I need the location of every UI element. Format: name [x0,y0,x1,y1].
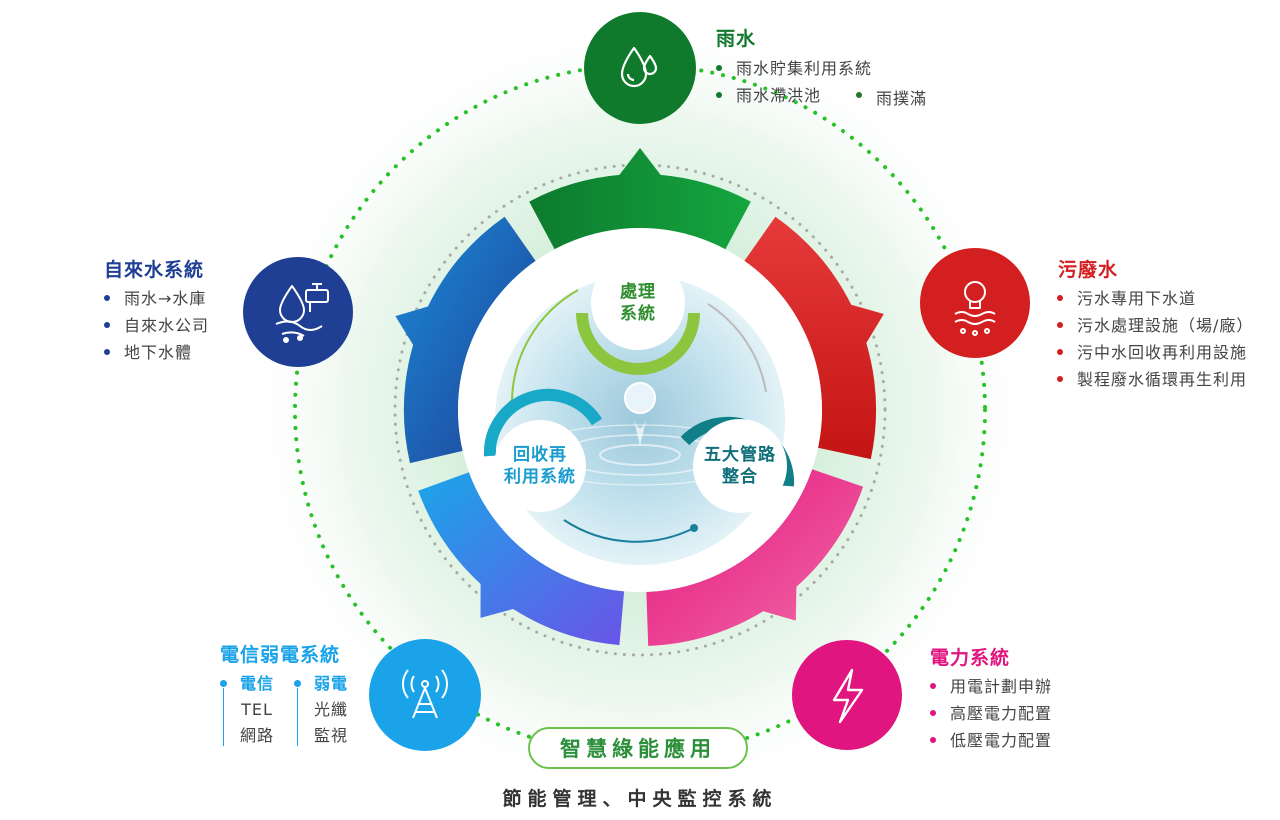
list-item: 污水專用下水道 [1055,285,1253,312]
bubble-right [693,419,787,513]
telecom-col2: 弱電 光纖 監視 [310,671,352,749]
rain-title: 雨水 [716,28,757,50]
power-node [792,640,902,750]
segment-purple [418,472,625,646]
list-item: 雨水→水庫 [102,285,209,312]
water-droplet [624,382,656,414]
list-item: 監視 [313,726,348,745]
telecom-col1-line [223,688,224,746]
list-item: 製程廢水循環再生利用 [1055,366,1253,393]
tap-list: 雨水→水庫 自來水公司 地下水體 [102,285,209,366]
power-title: 電力系統 [930,647,1011,669]
list-item: 自來水公司 [102,312,209,339]
list-item: 地下水體 [102,339,209,366]
bubble-top [591,256,685,350]
telecom-title: 電信弱電系統 [220,644,341,666]
tap-title: 自來水系統 [104,259,205,281]
smart-green-energy-badge: 智慧綠能應用 [528,727,748,769]
telecom-col1-dot [220,680,227,687]
tap-node [243,257,353,367]
telecom-col1: 電信 TEL 網路 [236,671,278,749]
center-label-pipelines: 五大管路整合 [704,445,776,487]
ring-segments [395,148,884,646]
telecom-col2-header: 弱電 [313,674,348,693]
list-item: TEL [241,700,273,719]
bubble-left [494,420,586,512]
list-item: 污中水回收再利用設施 [1055,339,1253,366]
list-item: 用電計劃申辦 [928,673,1052,700]
list-item: 雨水貯集利用系統 [714,55,872,82]
telecom-col2-line [297,688,298,746]
center-label-processing: 處理系統 [620,282,656,324]
center-bubbles [483,256,795,513]
inner-dotted-orbit [393,163,887,657]
faucet-icon [275,283,329,343]
list-item: 高壓電力配置 [928,700,1052,727]
segment-green [529,148,751,250]
list-item: 雨水滯洪池 [714,82,872,109]
rain-node [584,12,696,124]
telecom-col2-dot [294,680,301,687]
rain-item-inline: 雨撲滿 [856,85,927,109]
segment-blue [395,216,536,464]
sewage-title: 污廢水 [1058,259,1119,281]
outer-dotted-orbit [293,63,987,757]
segment-pink [646,469,864,646]
list-item: 低壓電力配置 [928,727,1052,754]
antenna-tower-icon [401,669,449,719]
center-label-recycling: 回收再利用系統 [504,445,576,487]
arc-end-dot-teal [690,524,698,532]
segment-red [744,216,884,460]
bubble-arc-top [576,312,700,375]
rain-list: 雨水貯集利用系統 雨水滯洪池 [714,55,872,109]
list-item: 網路 [239,726,274,745]
lightning-bolt-icon [832,668,864,724]
list-item: 污水處理設施（場/廠） [1055,312,1253,339]
bubble-arc-left [483,388,603,457]
center-connector-arcs [510,289,767,543]
telecom-col1-header: 電信 [239,674,274,693]
power-list: 用電計劃申辦 高壓電力配置 低壓電力配置 [928,673,1052,754]
sewage-treatment-icon [954,281,996,336]
footer-caption: 節能管理、中央監控系統 [502,788,778,810]
sewage-list: 污水專用下水道 污水處理設施（場/廠） 污中水回收再利用設施 製程廢水循環再生利… [1055,285,1253,393]
list-item: 光纖 [313,700,348,719]
water-splash [634,420,646,446]
telecom-node [369,639,481,751]
water-drops-icon [620,46,658,88]
